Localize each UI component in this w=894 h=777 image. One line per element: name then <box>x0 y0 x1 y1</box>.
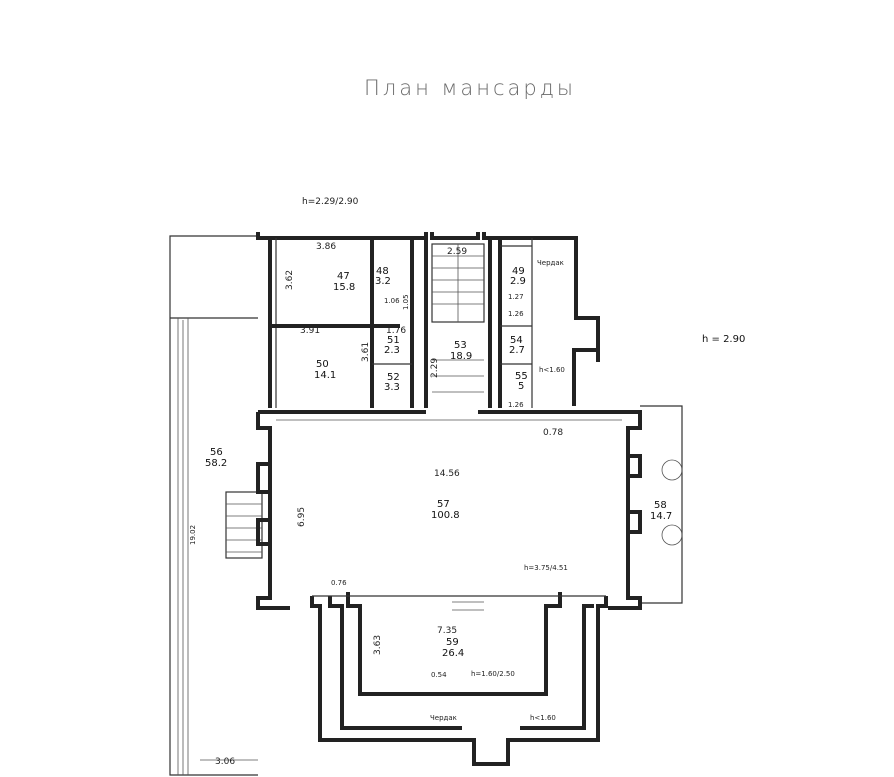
dim-1-27: 1.27 <box>508 293 524 301</box>
dim-3-61: 3.61 <box>361 342 371 362</box>
room-54-number: 54 <box>510 335 523 346</box>
dim-19-02: 19.02 <box>189 525 197 545</box>
room-47-number: 47 <box>337 271 350 282</box>
dim-1-26-lower: 1.26 <box>508 401 524 409</box>
h-main-note: h=3.75/4.51 <box>524 564 568 572</box>
dim-14-56: 14.56 <box>434 469 460 479</box>
room-56-number: 56 <box>210 447 223 458</box>
h-59-note: h=1.60/2.50 <box>471 670 515 678</box>
upper-rooms: 3.86 3.62 47 15.8 48 3.2 1.06 1.05 2.59 … <box>256 232 600 409</box>
cherdak-top-label: Чердак <box>537 259 564 267</box>
room-49-number: 49 <box>512 266 525 277</box>
room-50-area: 14.1 <box>314 370 336 381</box>
dim-1-76: 1.76 <box>386 326 406 336</box>
room-47-area: 15.8 <box>333 282 355 293</box>
dim-1-05: 1.05 <box>402 294 410 310</box>
room-53-area: 18.9 <box>450 351 472 362</box>
dim-3-06: 3.06 <box>215 757 235 767</box>
room-59-area: 26.4 <box>442 648 464 659</box>
room-59-number: 59 <box>446 637 459 648</box>
room-51-area: 2.3 <box>384 345 400 356</box>
room-52-area: 3.3 <box>384 382 400 393</box>
room-56-area: 58.2 <box>205 458 227 469</box>
room-57-number: 57 <box>437 499 450 510</box>
dim-3-62: 3.62 <box>285 270 295 290</box>
plan-title: План мансарды <box>364 76 576 100</box>
dim-3-86: 3.86 <box>316 242 336 252</box>
dim-2-29: 2.29 <box>430 358 440 378</box>
dim-3-91: 3.91 <box>300 326 320 336</box>
room-55-number: 55 <box>515 371 528 382</box>
height-right-note: h = 2.90 <box>702 334 745 345</box>
room-52-number: 52 <box>387 372 400 383</box>
room-58-area: 14.7 <box>650 511 672 522</box>
room-57-area: 100.8 <box>431 510 460 521</box>
dim-1-06: 1.06 <box>384 297 400 305</box>
room-53-number: 53 <box>454 340 467 351</box>
dim-6-95: 6.95 <box>297 507 307 527</box>
dim-2-59: 2.59 <box>447 247 467 257</box>
dim-1-26-upper: 1.26 <box>508 310 524 318</box>
terrace-56: 19.02 3.06 56 58.2 <box>169 235 258 776</box>
room-54-area: 2.7 <box>509 345 525 356</box>
terrace-58: 58 14.7 <box>640 405 683 604</box>
main-hall-57: 0.78 14.56 6.95 57 100.8 h=3.75/4.51 0.7… <box>256 410 642 610</box>
room-58-number: 58 <box>654 500 667 511</box>
h-lt-160-right: h<1.60 <box>539 366 565 374</box>
room-49-area: 2.9 <box>510 276 526 287</box>
cherdak-bottom-label: Чердак <box>430 714 457 722</box>
lower-wing-59: 7.35 3.63 59 26.4 h=1.60/2.50 0.54 Черда… <box>310 592 608 766</box>
room-50-number: 50 <box>316 359 329 370</box>
dim-7-35: 7.35 <box>437 626 457 636</box>
dim-0-54: 0.54 <box>431 671 447 679</box>
room-55-area: 5 <box>518 381 524 392</box>
dim-3-63: 3.63 <box>373 635 383 655</box>
room-51-number: 51 <box>387 335 400 346</box>
dim-0-76: 0.76 <box>331 579 347 587</box>
room-48-number: 48 <box>376 266 389 277</box>
h-lt-160-bottom: h<1.60 <box>530 714 556 722</box>
dim-0-78: 0.78 <box>543 428 563 438</box>
height-top-note: h=2.29/2.90 <box>302 197 359 207</box>
room-48-area: 3.2 <box>375 276 391 287</box>
